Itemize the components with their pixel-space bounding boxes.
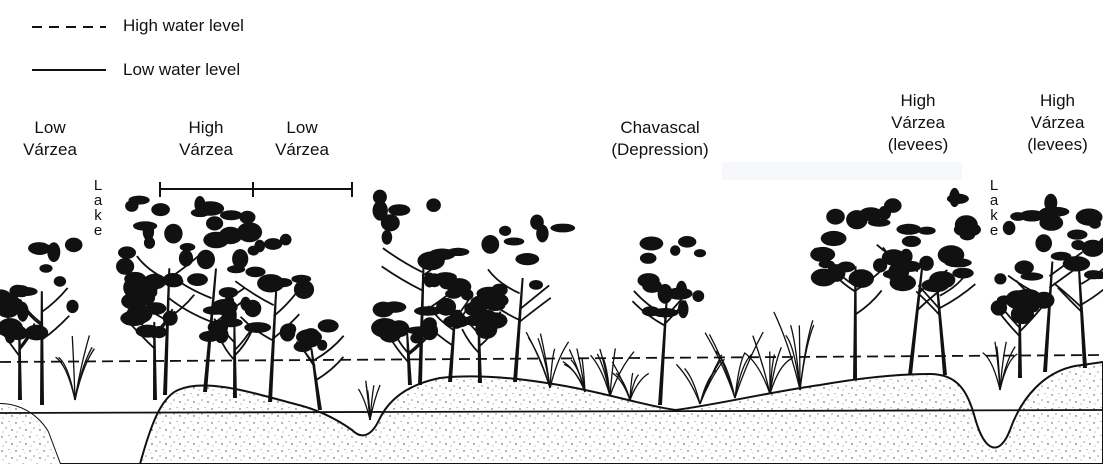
lake-letter: L <box>91 178 105 193</box>
zone-label-high-varzea-levees-2: HighVárzea(levees) <box>1012 90 1103 156</box>
tree-illustration <box>632 236 706 405</box>
tree-illustration <box>810 198 901 380</box>
tree-illustration <box>120 276 183 400</box>
tree-illustration <box>890 224 976 375</box>
lake-letter: L <box>987 178 1001 193</box>
legend-low-water-label: Low water level <box>123 60 240 80</box>
zone-label-high-varzea: HighVárzea <box>166 117 246 161</box>
lake-letter: k <box>987 208 1001 223</box>
zone-label-low-varzea-mid: LowVárzea <box>262 117 342 161</box>
lake-letter: a <box>91 193 105 208</box>
scale-bar <box>160 182 352 197</box>
zone-label-low-varzea-left: LowVárzea <box>10 117 90 161</box>
shrub-illustration <box>612 362 648 400</box>
lake-letter: e <box>91 223 105 238</box>
tree-illustration <box>280 319 344 410</box>
faint-overlay-strip <box>722 162 962 180</box>
zone-label-chavascal: Chavascal(Depression) <box>580 117 740 161</box>
tree-illustration <box>1039 207 1103 368</box>
lake-letter: a <box>987 193 1001 208</box>
shrub-illustration <box>56 335 95 400</box>
tree-illustration <box>227 222 314 402</box>
lake-label-left: Lake <box>91 178 105 238</box>
lake-letter: e <box>987 223 1001 238</box>
zone-label-high-varzea-levees-1: HighVárzea(levees) <box>870 90 966 156</box>
legend-lines <box>32 27 106 70</box>
left-bank <box>0 395 60 464</box>
shrub-illustration <box>591 348 634 396</box>
shrub-illustration <box>744 336 792 394</box>
shrub-illustration <box>983 342 1018 390</box>
shrub-illustration <box>526 332 568 388</box>
legend-high-water-label: High water level <box>123 16 244 36</box>
lake-letter: k <box>91 208 105 223</box>
shrub-illustration <box>358 381 380 420</box>
lake-label-right: Lake <box>987 178 1001 238</box>
shrub-illustration <box>676 355 724 404</box>
